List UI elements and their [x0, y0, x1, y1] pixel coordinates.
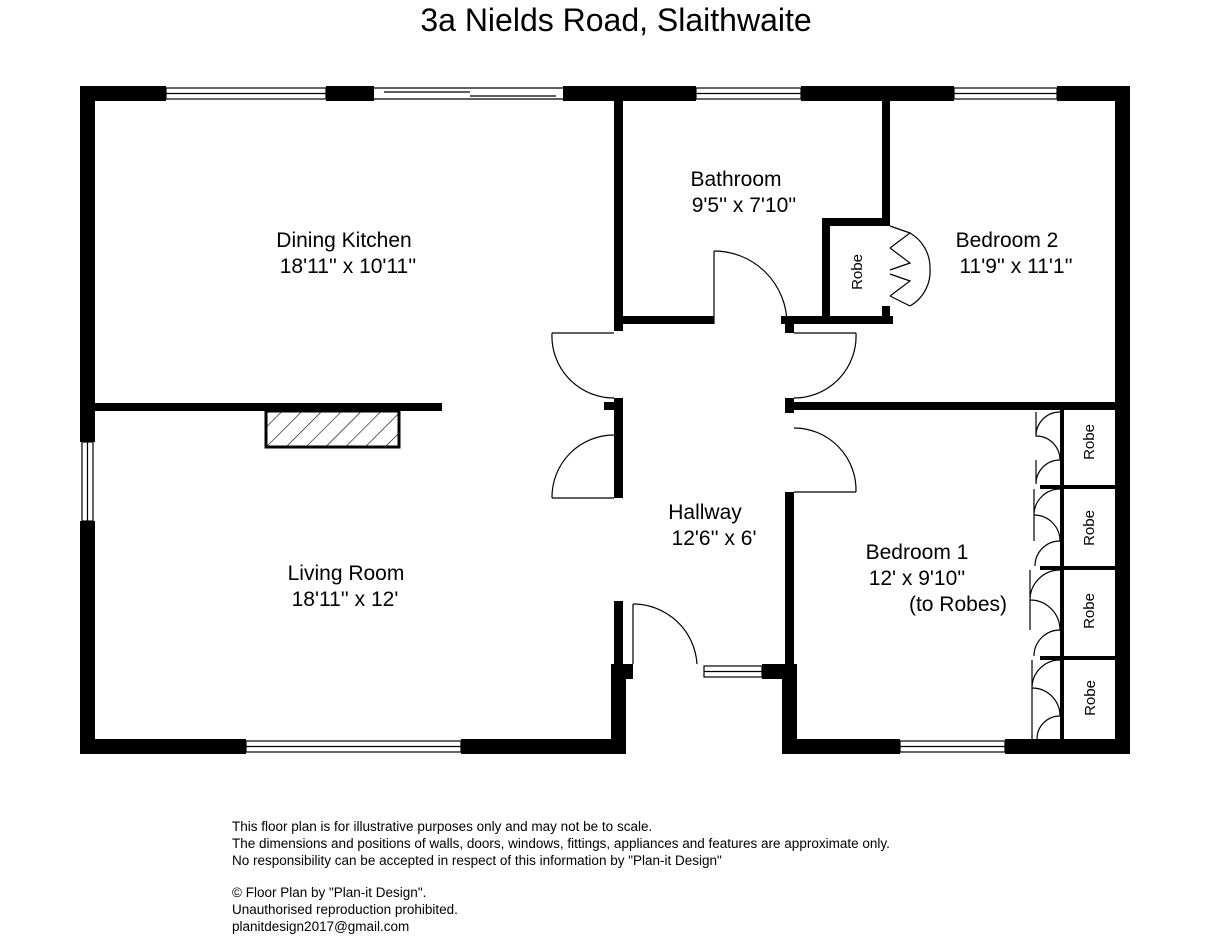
bedroom1-door-swing	[793, 427, 857, 493]
living-room-size: 18'11'' x 12'	[292, 588, 399, 611]
disclaimer-line: No responsibility can be accepted in res…	[232, 853, 722, 868]
front-door-swing	[632, 603, 698, 665]
disclaimer: This floor plan is for illustrative purp…	[232, 818, 890, 869]
internal-walls	[95, 101, 1115, 739]
bedroom2-name: Bedroom 2	[956, 229, 1059, 252]
dining-kitchen-size: 18'11'' x 10'11''	[280, 255, 417, 278]
robe-label-4: Robe	[1082, 680, 1099, 716]
fireplace	[264, 409, 401, 449]
bedroom1-size: 12' x 9'10''	[869, 567, 966, 590]
contact-email[interactable]: planitdesign2017@gmail.com	[232, 919, 410, 934]
disclaimer-line: The dimensions and positions of walls, d…	[232, 836, 890, 851]
bedroom2-door-swing	[793, 332, 857, 399]
room-labels: Dining Kitchen 18'11'' x 10'11'' Bathroo…	[276, 168, 1072, 616]
credits: © Floor Plan by "Plan-it Design". Unauth…	[232, 884, 458, 935]
bedroom1-name: Bedroom 1	[866, 541, 969, 564]
outer-walls	[80, 86, 1130, 754]
doors	[551, 225, 1061, 740]
bathroom-size: 9'5'' x 7'10''	[692, 194, 797, 217]
robe-label-bedroom2: Robe	[849, 254, 866, 290]
living-room-door-swing	[551, 434, 615, 499]
bathroom-door-swing	[713, 250, 788, 325]
robe-doors-bedroom1[interactable]	[1029, 411, 1061, 740]
bedroom2-size: 11'9'' x 11'1''	[959, 255, 1072, 278]
sliding-door	[374, 87, 563, 100]
credit-line: © Floor Plan by "Plan-it Design".	[232, 885, 427, 900]
robe-labels: Robe Robe Robe Robe Robe	[849, 254, 1099, 716]
windows	[81, 87, 1058, 753]
robe-label-2: Robe	[1081, 510, 1098, 546]
credit-line: Unauthorised reproduction prohibited.	[232, 902, 458, 917]
bathroom-name: Bathroom	[690, 168, 781, 191]
plan-title: 3a Nields Road, Slaithwaite	[420, 2, 812, 38]
hallway-name: Hallway	[668, 501, 742, 524]
bedroom1-note: (to Robes)	[909, 593, 1007, 616]
robe-bifold-doors-bedroom2[interactable]	[889, 225, 931, 307]
living-room-name: Living Room	[288, 562, 405, 585]
dining-kitchen-name: Dining Kitchen	[276, 229, 411, 252]
disclaimer-line: This floor plan is for illustrative purp…	[232, 819, 653, 834]
hallway-size: 12'6'' x 6'	[672, 527, 757, 550]
kitchen-door-swing	[551, 332, 615, 399]
robe-label-1: Robe	[1081, 424, 1098, 460]
robe-label-3: Robe	[1081, 593, 1098, 629]
